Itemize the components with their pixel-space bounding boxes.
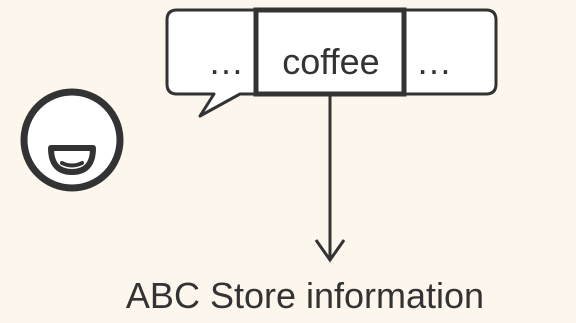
face-outline bbox=[20, 88, 124, 192]
speech-bubble-shape bbox=[165, 8, 498, 118]
result-label: ABC Store information bbox=[125, 275, 485, 316]
face-tongue bbox=[60, 161, 84, 168]
arrow-head bbox=[314, 239, 346, 263]
arrow-down-icon bbox=[314, 94, 346, 263]
face-mouth bbox=[48, 145, 96, 175]
bubble-prefix-ellipsis: … bbox=[208, 41, 244, 82]
speech-bubble bbox=[165, 7, 498, 118]
bubble-suffix-ellipsis: … bbox=[416, 41, 452, 82]
bubble-keyword: coffee bbox=[282, 41, 380, 82]
smiley-face-icon bbox=[20, 88, 124, 192]
